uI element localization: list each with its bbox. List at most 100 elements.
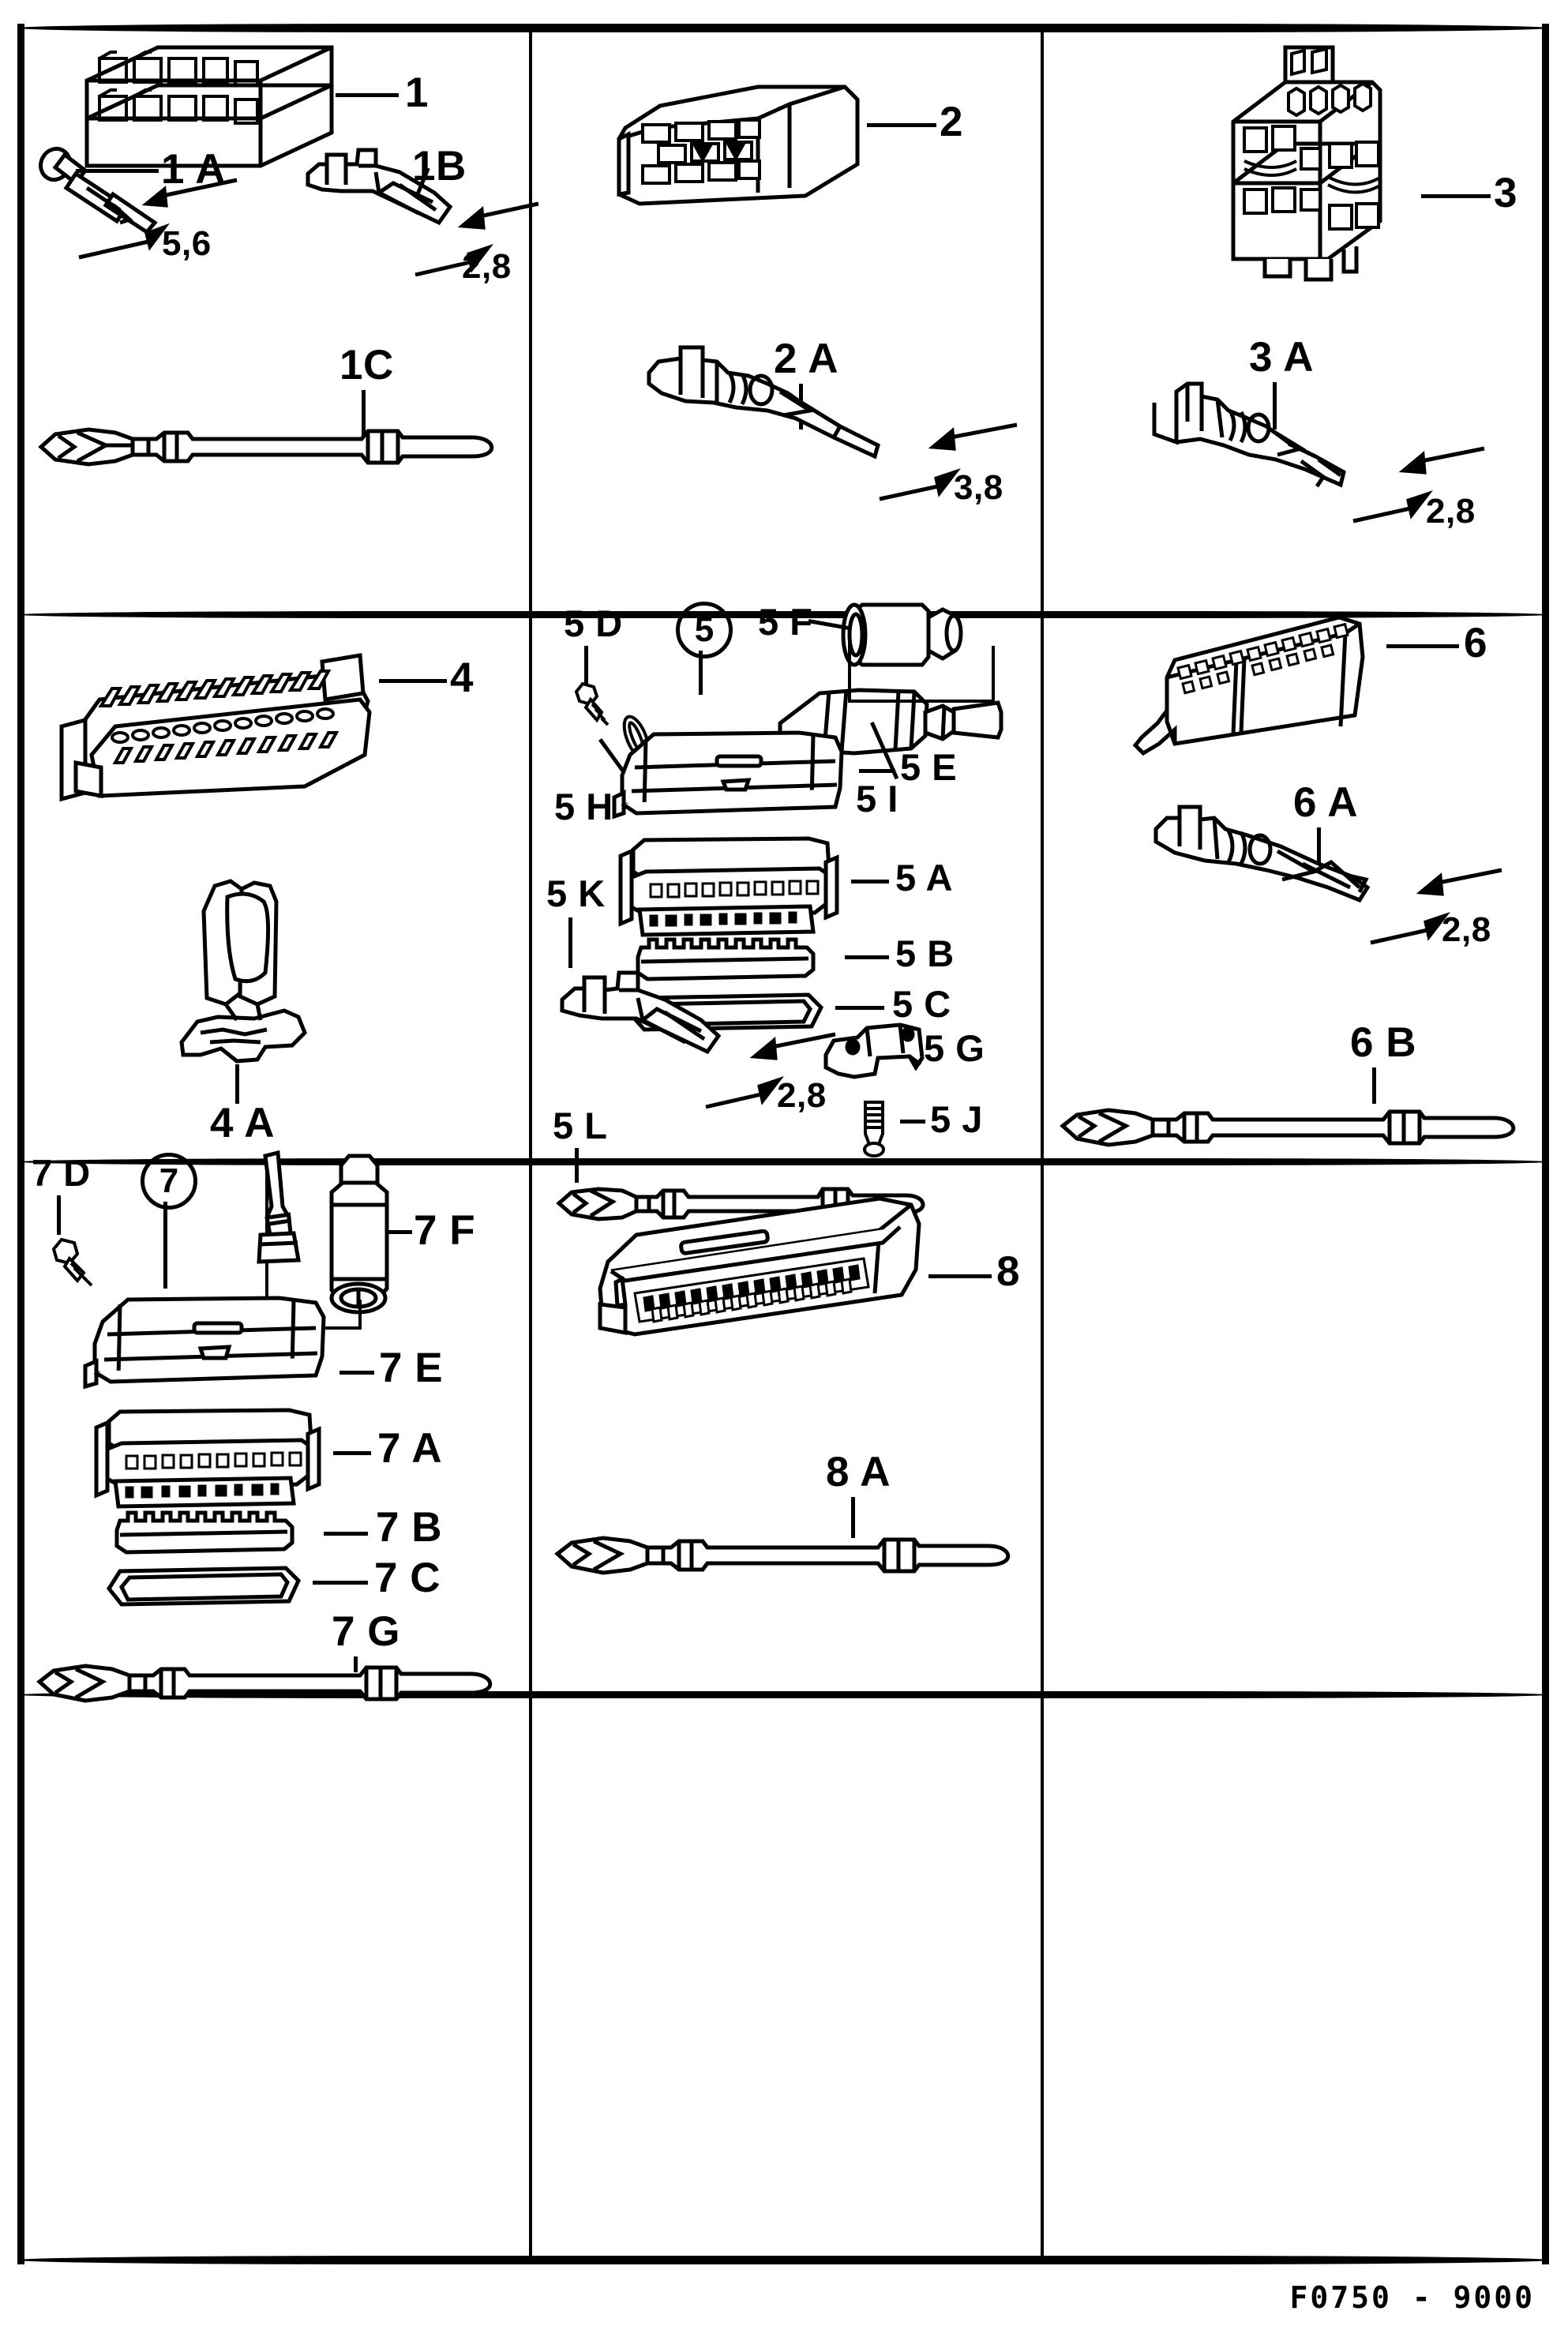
- leader-line-6a: [1317, 827, 1321, 868]
- leader-line-7g: [354, 1656, 358, 1672]
- leader-line-4: [379, 679, 447, 683]
- dimension-label-2-8-3a: 2,8: [1426, 492, 1476, 531]
- part-label-7b: 7 B: [376, 1504, 442, 1551]
- part-label-5d: 5 D: [564, 602, 623, 644]
- part-label-5a: 5 A: [895, 857, 953, 899]
- dimension-label-3-8: 3,8: [954, 468, 1003, 507]
- terminal-4a-icon: [166, 878, 347, 1083]
- terminal-female-1b-icon: [300, 145, 482, 240]
- leader-line-5l: [575, 1148, 579, 1183]
- part-label-1c: 1C: [339, 342, 394, 388]
- leader-line-5d: [584, 646, 588, 684]
- leader-line-7b: [324, 1532, 368, 1536]
- dimension-label-5-6: 5,6: [162, 224, 212, 263]
- part-label-5f: 5 F: [758, 601, 813, 643]
- leader-line-1: [336, 93, 399, 97]
- dimension-arrows-3a: [1349, 450, 1491, 537]
- cell-7: 7 D 7 7 F: [24, 1145, 529, 1675]
- cell-6: 6 6 A 2,8: [1047, 597, 1552, 1142]
- leader-line-3a: [1273, 382, 1277, 430]
- part-label-6: 6: [1464, 620, 1487, 666]
- part-label-1: 1: [405, 69, 429, 116]
- leader-line-7f: [388, 1230, 412, 1234]
- part-label-7d: 7 D: [32, 1152, 91, 1194]
- part-label-8a: 8 A: [826, 1449, 891, 1495]
- cover-7e-icon: [77, 1281, 346, 1399]
- part-label-4a: 4 A: [210, 1100, 276, 1146]
- leader-line-5c: [835, 1006, 884, 1010]
- row-divider-3: [17, 1691, 1549, 1698]
- leader-line-7c: [313, 1581, 368, 1585]
- part-label-3: 3: [1494, 170, 1517, 216]
- body-7a-icon: [87, 1405, 339, 1508]
- lead-wire-6b-icon: [1053, 1099, 1535, 1154]
- leader-line-5a: [851, 880, 889, 884]
- connector-housing-8-icon: [587, 1186, 935, 1360]
- leader-line-3: [1421, 194, 1491, 198]
- dimension-label-2-8-b: 2,8: [462, 247, 512, 286]
- leader-line-5: [699, 651, 703, 695]
- clamp-5g-icon: [815, 1022, 941, 1116]
- frame-right-border: [1542, 24, 1549, 2264]
- dimension-arrows-2a: [875, 426, 1025, 513]
- gasket-7c-icon: [101, 1563, 314, 1612]
- leader-line-7: [163, 1202, 167, 1289]
- part-label-4: 4: [450, 655, 474, 701]
- leader-line-5k: [568, 917, 572, 968]
- column-divider-1: [529, 24, 532, 2264]
- connector-housing-3-icon: [1186, 43, 1431, 279]
- part-label-7g: 7 G: [332, 1608, 400, 1655]
- cell-5: 5 D 5 5 F 5 H: [535, 597, 1041, 1142]
- part-label-5e: 5 E: [900, 746, 958, 788]
- cell-12-empty: [1047, 1679, 1552, 2263]
- part-label-7c: 7 C: [374, 1555, 441, 1601]
- dimension-label-2-8-6a: 2,8: [1442, 910, 1491, 949]
- part-label-6b: 6 B: [1350, 1019, 1416, 1066]
- connector-housing-4-icon: [44, 644, 400, 834]
- part-label-3a: 3 A: [1249, 334, 1315, 381]
- part-label-2a: 2 A: [774, 336, 839, 382]
- part-label-5g: 5 G: [924, 1027, 985, 1069]
- connector-housing-1-icon: [79, 39, 339, 189]
- part-label-5l: 5 L: [553, 1105, 608, 1146]
- part-label-5c: 5 C: [892, 983, 951, 1025]
- cover-5e-icon: [605, 715, 865, 826]
- part-label-7f: 7 F: [414, 1207, 476, 1254]
- cable-stub-7-icon: [243, 1151, 314, 1309]
- screw-7d-icon: [47, 1233, 134, 1304]
- part-label-5h: 5 H: [554, 786, 613, 827]
- column-divider-2: [1041, 24, 1044, 2264]
- cell-2: 2 2 A 3,8: [535, 28, 1041, 613]
- leader-line-8a: [851, 1497, 855, 1538]
- cell-11-empty: [535, 1679, 1041, 2263]
- leader-line-4a: [235, 1064, 239, 1104]
- assembly-number-badge-5: 5: [676, 602, 733, 658]
- leader-line-2: [867, 123, 936, 127]
- row-divider-2: [17, 1158, 1549, 1165]
- screw-5j-icon: [854, 1099, 910, 1162]
- part-label-2: 2: [940, 99, 963, 145]
- terminal-6a-icon: [1148, 801, 1416, 935]
- leader-line-8: [928, 1274, 992, 1278]
- part-label-8: 8: [996, 1248, 1020, 1295]
- connector-housing-6-icon: [1126, 611, 1386, 761]
- leader-line-6b: [1372, 1067, 1376, 1104]
- leader-line-5b: [845, 955, 889, 959]
- part-label-5j: 5 J: [930, 1098, 983, 1140]
- part-label-5b: 5 B: [895, 932, 955, 974]
- dimension-arrows-1b: [411, 207, 545, 294]
- part-label-6a: 6 A: [1293, 779, 1359, 826]
- leader-line-7e: [339, 1371, 374, 1375]
- terminal-5k-icon: [554, 968, 760, 1079]
- leader-line-6: [1386, 644, 1459, 648]
- cell-3: 3 3 A 2,8: [1047, 28, 1552, 613]
- leader-line-5j: [900, 1120, 925, 1124]
- cell-9-empty: [1047, 1145, 1552, 1675]
- terminal-male-1a-icon: [38, 147, 180, 234]
- dimension-arrows-5k: [701, 1036, 843, 1123]
- connector-bracket-5: [843, 635, 1001, 714]
- terminal-2a-icon: [641, 344, 957, 478]
- frame-left-border: [17, 24, 24, 2264]
- document-code: F0750 - 9000: [1289, 2280, 1535, 2315]
- frame-top-border: [17, 24, 1549, 32]
